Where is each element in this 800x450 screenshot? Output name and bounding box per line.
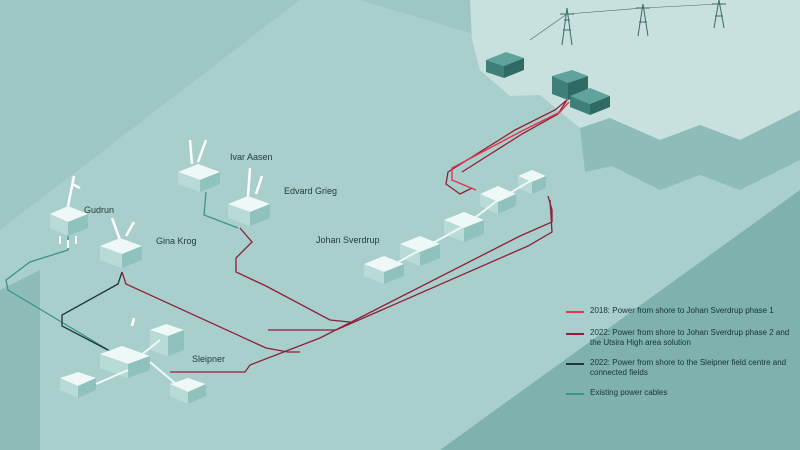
existing-power-cables xyxy=(5,191,239,353)
platform-ivar-aasen xyxy=(178,139,220,192)
power-pylons xyxy=(529,0,726,46)
cable-2022-sleipner xyxy=(61,271,123,351)
legend-item-2022-sverdrup-utsira: 2022: Power from shore to Johan Sverdrup… xyxy=(566,328,791,348)
shore-land xyxy=(470,0,800,140)
label-ivar-aasen: Ivar Aasen xyxy=(230,152,273,162)
label-gudrun: Gudrun xyxy=(84,205,114,215)
seabed-left-edge xyxy=(0,270,40,450)
legend-text: 2018: Power from shore to Johan Sverdrup… xyxy=(590,306,774,315)
label-sleipner: Sleipner xyxy=(192,354,225,364)
platform-edvard-grieg xyxy=(228,167,270,226)
legend-swatch xyxy=(566,311,584,313)
legend-item-existing: Existing power cables xyxy=(566,388,791,400)
label-gina-krog: Gina Krog xyxy=(156,236,197,246)
legend-swatch xyxy=(566,363,584,365)
legend-text: 2022: Power from shore to Johan Sverdrup… xyxy=(590,328,790,347)
legend-text: 2022: Power from shore to the Sleipner f… xyxy=(590,358,787,377)
platform-gina-krog xyxy=(100,217,142,268)
label-johan-sverdrup: Johan Sverdrup xyxy=(316,235,380,245)
cable-2022-sverdrup-phase2 xyxy=(121,99,568,373)
legend: 2018: Power from shore to Johan Sverdrup… xyxy=(566,306,791,410)
legend-swatch xyxy=(566,333,584,335)
legend-item-2022-sleipner: 2022: Power from shore to the Sleipner f… xyxy=(566,358,791,378)
shore-cliff xyxy=(580,110,800,190)
legend-item-2018-sverdrup: 2018: Power from shore to Johan Sverdrup… xyxy=(566,306,791,318)
legend-swatch xyxy=(566,393,584,395)
seabed-edge xyxy=(0,190,800,450)
onshore-converter-station xyxy=(486,52,610,115)
platform-sleipner xyxy=(60,317,206,404)
label-edvard-grieg: Edvard Grieg xyxy=(284,186,337,196)
platform-gudrun xyxy=(50,175,88,248)
legend-text: Existing power cables xyxy=(590,388,668,397)
cable-2018-sverdrup-phase1 xyxy=(451,101,570,191)
platform-johan-sverdrup xyxy=(364,170,546,284)
